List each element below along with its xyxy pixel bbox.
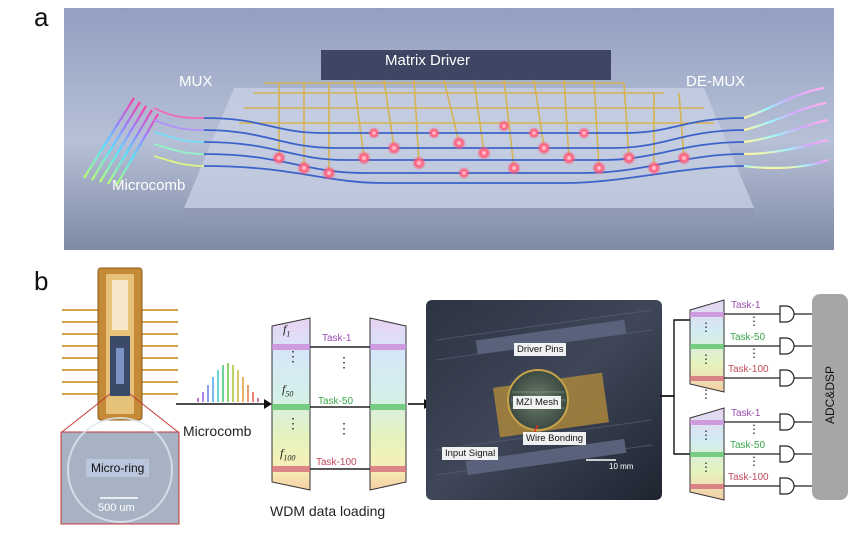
wdm-caption: WDM data loading xyxy=(270,503,386,519)
dots-demux-6: ⋮ xyxy=(748,346,760,360)
matrix-driver-block xyxy=(321,50,611,80)
demux-fan-right xyxy=(743,86,829,170)
dots-wdm-3: ⋮ xyxy=(337,354,351,370)
demux-label: DE-MUX xyxy=(686,73,746,90)
demux-bottom-task-50: Task-50 xyxy=(730,440,766,451)
microcomb-label-b: Microcomb xyxy=(183,423,252,439)
dots-demux-8: ⋮ xyxy=(748,454,760,468)
demux-bottom-task-100: Task-100 xyxy=(728,472,769,483)
dots-wdm-1: ⋮ xyxy=(286,348,300,364)
arrow-to-wdm xyxy=(176,399,272,409)
driver-pins-label: Driver Pins xyxy=(514,343,567,356)
microring-label: Micro-ring xyxy=(86,459,150,477)
panel-b-label: b xyxy=(34,266,49,296)
adc-dsp-box xyxy=(812,294,848,500)
wire-bonding-label: Wire Bonding xyxy=(523,432,587,445)
photodetectors xyxy=(779,305,795,495)
dots-demux-3: ⋮ xyxy=(700,428,712,442)
wdm-loading-diagram xyxy=(271,317,407,491)
dots-wdm-4: ⋮ xyxy=(337,420,351,436)
mux-label: MUX xyxy=(179,73,213,90)
freq-f1: f1 xyxy=(283,322,291,339)
dots-demux-2: ⋮ xyxy=(700,352,712,366)
demux-detector-diagram xyxy=(689,299,812,501)
dots-demux-4: ⋮ xyxy=(700,460,712,474)
wdm-task-100: Task-100 xyxy=(316,457,357,468)
dots-wdm-2: ⋮ xyxy=(286,415,300,431)
matrix-driver-label: Matrix Driver xyxy=(385,52,470,69)
mzi-mesh-label: MZI Mesh xyxy=(513,396,562,409)
wdm-task-50: Task-50 xyxy=(318,396,354,407)
dots-demux-mid: ⋮ xyxy=(700,387,712,401)
demux-top-task-100: Task-100 xyxy=(728,364,769,375)
input-signal-label: Input Signal xyxy=(442,447,499,460)
scalebar-500um: 500 um xyxy=(98,502,135,514)
demux-top-task-50: Task-50 xyxy=(730,332,766,343)
demux-bottom-task-1: Task-1 xyxy=(731,408,761,419)
wdm-task-1: Task-1 xyxy=(322,333,352,344)
dots-demux-5: ⋮ xyxy=(748,314,760,328)
microcomb-label-a: Microcomb xyxy=(112,177,186,194)
panel-a-label: a xyxy=(34,2,49,32)
freq-f100: f100 xyxy=(280,446,296,463)
dots-demux-1: ⋮ xyxy=(700,320,712,334)
photonic-chip-illustration xyxy=(64,8,834,250)
adc-dsp-label: ADC&DSP xyxy=(823,366,837,425)
freq-f50: f50 xyxy=(282,382,294,399)
dots-demux-7: ⋮ xyxy=(748,422,760,436)
chip-scalebar: 10 mm xyxy=(609,462,634,471)
microcomb-fan-left xyxy=(83,97,159,187)
microcomb-package-photo xyxy=(60,264,190,526)
comb-spectrum xyxy=(197,363,259,402)
demux-top-task-1: Task-1 xyxy=(731,300,761,311)
